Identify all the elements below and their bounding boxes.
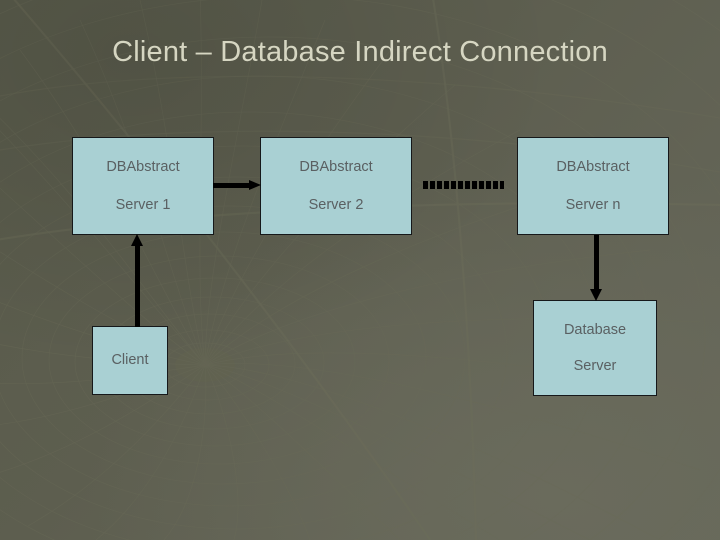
arrow-head-right-icon <box>249 180 261 190</box>
arrow-server1-to-server2 <box>213 180 261 191</box>
node-label-line1: DBAbstract <box>556 158 630 175</box>
node-dbabstract-server-2[interactable]: DBAbstract Server 2 <box>260 137 412 235</box>
arrow-head-up-icon <box>131 234 143 246</box>
node-dbabstract-server-n[interactable]: DBAbstract Server n <box>517 137 669 235</box>
page-title: Client – Database Indirect Connection <box>112 36 608 68</box>
node-label-line1: Database <box>563 321 627 338</box>
node-dbabstract-server-1[interactable]: DBAbstract Server 1 <box>72 137 214 235</box>
node-label-line2: Server <box>573 358 617 374</box>
arrow-servern-to-database <box>590 235 603 301</box>
dotted-connector-server2-to-servern <box>423 181 504 189</box>
node-label-line1: Client <box>111 352 149 369</box>
arrow-head-down-icon <box>590 289 602 301</box>
node-label-line2: Server 1 <box>115 197 171 213</box>
arrow-shaft <box>213 183 251 188</box>
node-label-line2: Server 2 <box>308 197 364 213</box>
node-label-line2: Server n <box>565 197 621 213</box>
node-label-line1: DBAbstract <box>106 158 180 175</box>
node-label-line1: DBAbstract <box>299 158 373 175</box>
node-database-server[interactable]: Database Server <box>533 300 657 396</box>
arrow-shaft <box>594 235 599 291</box>
node-client[interactable]: Client <box>92 326 168 395</box>
arrow-shaft <box>135 243 140 327</box>
arrow-client-to-server1 <box>131 234 144 327</box>
